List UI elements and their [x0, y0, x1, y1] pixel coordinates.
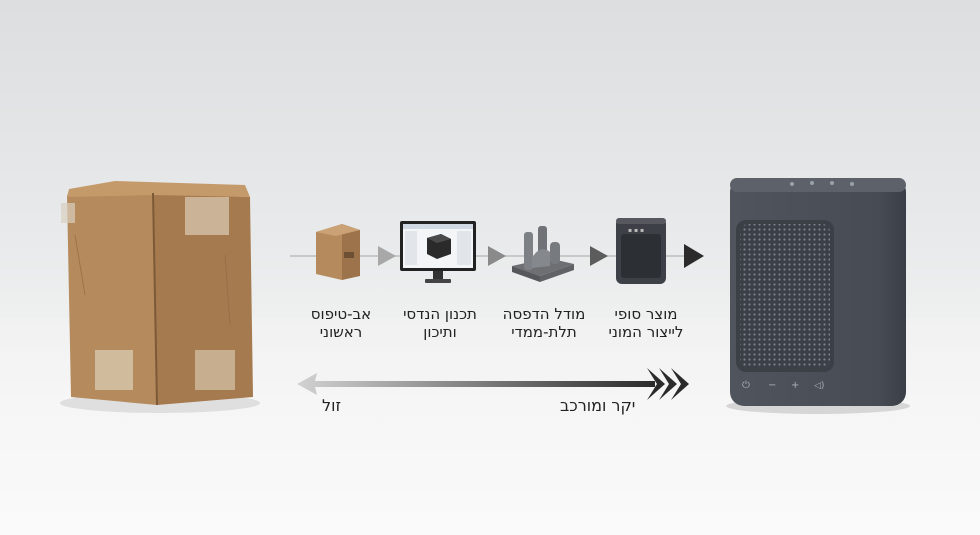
cardboard-prototype-box	[60, 181, 260, 413]
svg-text:+: +	[791, 380, 799, 391]
stage-label-3d-print: מודל הדפסה תלת-ממדי	[502, 305, 586, 341]
stage-label-prototype: אב-טיפוס ראשוני	[310, 305, 372, 341]
svg-text:⏻: ⏻	[742, 380, 750, 391]
svg-text:−: −	[768, 380, 776, 391]
scale-low-label: זול	[322, 396, 341, 415]
stage-3d-print-icon	[512, 226, 574, 282]
cost-scale-arrow	[297, 368, 689, 400]
flow-arrow-2	[488, 246, 506, 266]
flow-arrow-3	[590, 246, 608, 266]
stage-label-engineering: תכנון הנדסי ותיכון	[403, 305, 477, 341]
stage-cad-monitor-icon	[400, 221, 476, 283]
stage-prototype-icon	[316, 224, 360, 280]
flow-arrow-1	[378, 246, 396, 266]
flow-arrow-4	[684, 244, 704, 268]
svg-text:◁): ◁)	[814, 381, 824, 391]
stage-label-final-product: מוצר סופי לייצור המוני	[608, 305, 684, 341]
svg-text:▪ ▪ ▪: ▪ ▪ ▪	[628, 227, 644, 234]
final-speaker-product: ⏻ − + ◁)	[726, 178, 910, 414]
stage-final-product-icon: ▪ ▪ ▪	[616, 218, 666, 284]
scale-high-label: יקר ומורכב	[560, 396, 636, 415]
